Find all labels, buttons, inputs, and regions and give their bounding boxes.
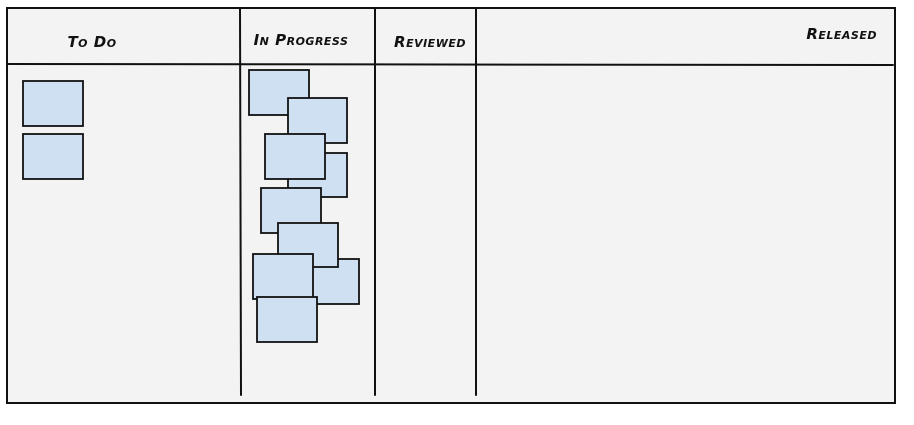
column-divider-1 xyxy=(239,7,242,396)
board-frame xyxy=(6,7,896,404)
task-card[interactable] xyxy=(264,133,326,180)
header-divider xyxy=(6,63,894,66)
column-todo-cards xyxy=(22,80,84,180)
task-card[interactable] xyxy=(256,296,318,343)
column-title-reviewed: Reviewed xyxy=(394,33,466,51)
column-in-progress-cards xyxy=(248,69,360,343)
column-title-released: Released xyxy=(806,25,877,43)
column-title-in-progress: In Progress xyxy=(254,31,349,49)
board-background xyxy=(7,8,895,403)
task-card[interactable] xyxy=(22,133,84,180)
task-card[interactable] xyxy=(252,253,314,300)
task-card[interactable] xyxy=(22,80,84,127)
column-title-todo: To Do xyxy=(67,33,116,51)
